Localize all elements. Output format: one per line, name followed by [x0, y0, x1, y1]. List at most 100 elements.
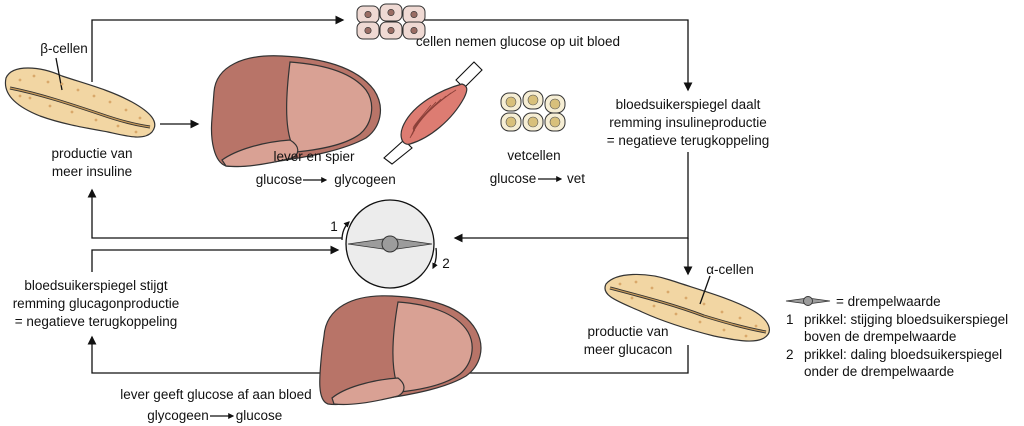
legend-threshold-symbol: [785, 296, 831, 306]
stimulus-2-num: 2: [442, 256, 450, 271]
pancreas-texture-dot: [698, 320, 702, 324]
pancreas-texture-dot: [652, 304, 656, 308]
label-glucose-3: glucose: [236, 408, 283, 423]
label-falls-2: remming insulineproductie: [609, 115, 767, 130]
pancreas-texture-dot: [48, 104, 52, 108]
arrow-rises-to-dial: [91, 245, 340, 272]
cell-nucleus: [364, 26, 372, 34]
label-rises-1: bloedsuikerspiegel stijgt: [24, 278, 168, 293]
body-cells: [356, 3, 426, 40]
pancreas-texture-dot: [18, 78, 22, 82]
liver-bottom-base: [331, 377, 405, 406]
arrow-glucagon-to-liver: [446, 345, 689, 378]
label-glycogen-2: glycogeen: [147, 408, 209, 423]
fat-droplet: [549, 116, 561, 128]
label-glucose-2: glucose: [490, 171, 537, 186]
feedback-loop: [87, 15, 693, 378]
pancreas-texture-dot: [666, 290, 670, 294]
pancreas-texture-dot: [70, 110, 74, 114]
pancreas-texture-dot: [18, 94, 22, 98]
threshold-dial: [345, 199, 435, 289]
arrow-falls-to-dial: [453, 152, 689, 243]
muscle-fibre: [412, 104, 432, 131]
pancreas-texture-dot: [650, 286, 654, 290]
label-liver-releases: lever geeft glucose af aan bloed: [120, 387, 311, 402]
pancreas-texture-dot: [722, 328, 726, 332]
label-production-insulin-2: meer insuline: [52, 164, 132, 179]
muscle-belly: [400, 83, 468, 145]
pancreas-texture-dot: [754, 324, 758, 328]
label-glycogen-1: glycogeen: [334, 172, 396, 187]
label-glucose-1: glucose: [256, 172, 303, 187]
pancreas-texture-dot: [46, 80, 50, 84]
dial-pivot: [381, 235, 399, 253]
fat-droplet: [505, 116, 517, 128]
fat-droplet: [505, 96, 517, 108]
muscle-fibre: [413, 101, 437, 133]
legend: = drempelwaarde 1 prikkel: stijging bloe…: [785, 294, 1008, 379]
pancreas-beta: [4, 57, 156, 138]
pancreas-texture-dot: [720, 310, 724, 314]
legend-item1-line1: prikkel: stijging bloedsuikerspiegel: [804, 312, 1008, 327]
pancreas-texture-dot: [94, 118, 98, 122]
legend-threshold-label: = drempelwaarde: [836, 294, 941, 309]
pancreas-texture-dot: [684, 296, 688, 300]
label-production-glucagon-2: meer glucacon: [584, 342, 673, 357]
pancreas-texture-dot: [92, 94, 96, 98]
pancreas-texture-dot: [738, 316, 742, 320]
pancreas-texture-dot: [28, 96, 32, 100]
stimulus-2-arrow: [432, 247, 438, 270]
fat-droplet: [527, 116, 539, 128]
legend-item2-num: 2: [786, 347, 794, 362]
label-alpha-cells: α-cellen: [706, 262, 754, 277]
label-fat: vet: [567, 171, 585, 186]
fat-cells: [500, 90, 566, 132]
label-cells-take-up: cellen nemen glucose op uit bloed: [416, 34, 620, 49]
muscle-tendon-bottom: [383, 139, 413, 165]
arrow-to-falls: [418, 19, 693, 92]
pancreas-texture-dot: [124, 108, 128, 112]
arrow-to-cells: [91, 15, 345, 82]
pancreas-beta-shape: [4, 67, 156, 138]
cell-nucleus: [410, 26, 418, 34]
pancreas-texture-dot: [108, 100, 112, 104]
liver-bottom: [319, 295, 482, 406]
legend-item2-line1: prikkel: daling bloedsuikerspiegel: [804, 347, 1002, 362]
label-rises-3: = negatieve terugkoppeling: [15, 314, 178, 329]
liver-top: [210, 55, 382, 168]
pancreas-texture-dot: [744, 334, 748, 338]
cell-nucleus: [387, 26, 395, 34]
cell-nucleus: [387, 9, 395, 17]
arrow-liver-to-rises: [87, 335, 320, 374]
liver-top-base: [221, 139, 299, 168]
label-fat-cells: vetcellen: [507, 148, 560, 163]
legend-item2-line2: onder de drempelwaarde: [804, 364, 954, 379]
pancreas-texture-dot: [32, 74, 36, 78]
pancreas-texture-dot: [138, 116, 142, 120]
label-beta-cells: β-cellen: [40, 41, 88, 56]
pancreas-texture-dot: [702, 302, 706, 306]
pancreas-alpha: [604, 273, 770, 342]
legend-item1-num: 1: [786, 312, 794, 327]
cell-nucleus: [364, 11, 372, 19]
label-production-glucagon-1: productie van: [587, 324, 668, 339]
pancreas-texture-dot: [674, 312, 678, 316]
stimulus-1-num: 1: [330, 219, 338, 234]
pancreas-texture-dot: [116, 124, 120, 128]
pancreas-texture-dot: [634, 280, 638, 284]
muscle: [383, 61, 483, 165]
liver-bottom-lobe: [392, 301, 473, 393]
liver-top-lobe: [286, 61, 373, 153]
pancreas-texture-dot: [76, 88, 80, 92]
stimulus-1-arrow: [341, 221, 350, 241]
cell-nucleus: [410, 11, 418, 19]
label-falls-3: = negatieve terugkoppeling: [607, 133, 770, 148]
label-falls-1: bloedsuikerspiegel daalt: [616, 97, 761, 112]
pancreas-texture-dot: [630, 296, 634, 300]
pancreas-texture-dot: [60, 82, 64, 86]
pancreas-texture-dot: [618, 282, 622, 286]
fat-droplet: [527, 94, 539, 106]
arrow-dial-to-insulin: [87, 188, 342, 239]
